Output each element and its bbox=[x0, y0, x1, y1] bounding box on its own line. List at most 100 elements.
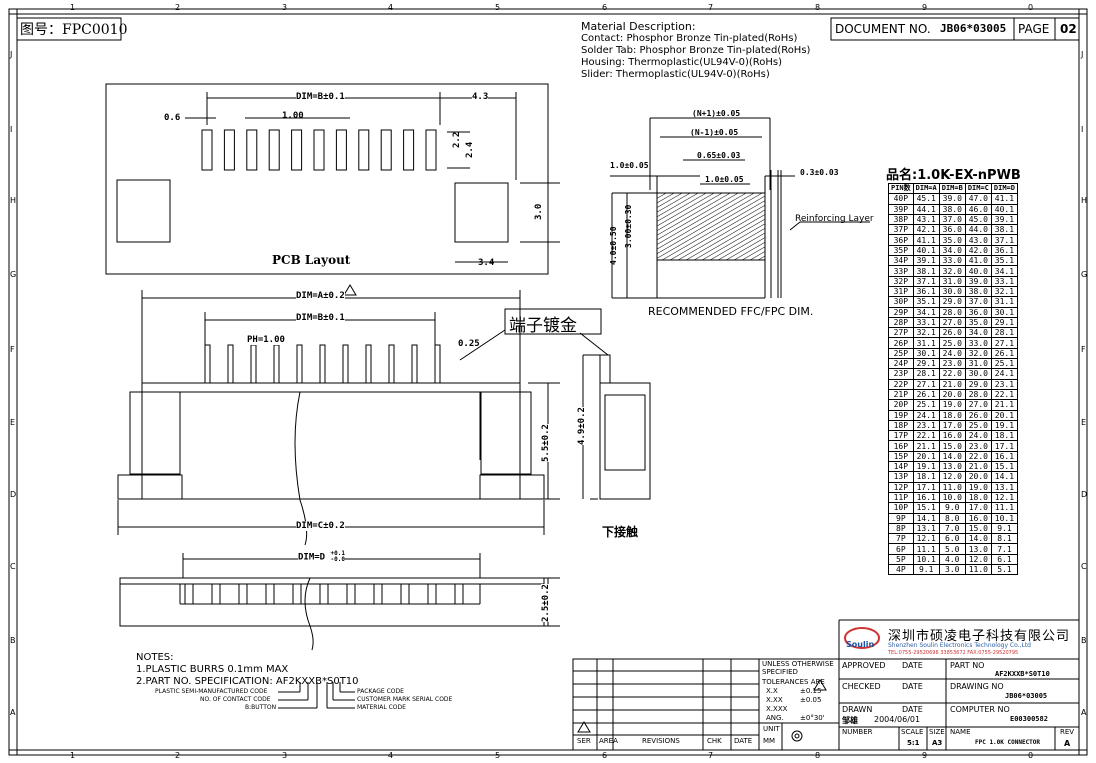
pin-table-cell: 25P bbox=[888, 347, 914, 360]
pin-table-header: DIM=B bbox=[938, 182, 966, 195]
pin-table-cell: 13.1 bbox=[912, 522, 940, 535]
unit-label: UNIT bbox=[763, 725, 780, 733]
pin-table-cell: 35.0 bbox=[938, 234, 966, 246]
pin-table-cell: 23.1 bbox=[990, 378, 1018, 390]
bottom-pin bbox=[265, 583, 275, 605]
pin-table-cell: 30.0 bbox=[938, 285, 966, 298]
grid-column-label: 9 bbox=[922, 3, 928, 12]
pin-table-cell: 45.1 bbox=[912, 193, 940, 205]
pin-table-cell: 36.0 bbox=[964, 306, 992, 318]
pin-table-cell: 24.1 bbox=[912, 409, 940, 421]
pin-table-cell: 21.0 bbox=[964, 461, 992, 473]
pin-table-cell: 27.1 bbox=[990, 337, 1018, 349]
approved-label: APPROVED bbox=[842, 661, 886, 670]
pin-table-cell: 37.0 bbox=[938, 213, 966, 226]
pin-table-cell: 20.0 bbox=[964, 471, 992, 483]
pin-table-cell: 20.0 bbox=[938, 388, 966, 401]
material-line: Solder Tab: Phosphor Bronze Tin-plated(R… bbox=[581, 45, 811, 56]
material-line: Slider: Thermoplastic(UL94V-0)(RoHs) bbox=[581, 69, 770, 80]
grid-column-label: 8 bbox=[815, 3, 821, 12]
pin-table-cell: 7P bbox=[888, 533, 914, 545]
pin-table-header: PIN数 bbox=[888, 182, 914, 195]
bottom-tol-dn: -0.0 bbox=[330, 556, 345, 563]
note-2: 2.PART NO. SPECIFICATION: AF2KXXB*S0T10 bbox=[136, 676, 359, 687]
pin-table-cell: 32.0 bbox=[964, 347, 992, 360]
tol-xx: X.X bbox=[766, 687, 778, 695]
grid-row-label: E bbox=[10, 418, 16, 427]
pin-table-cell: 26.0 bbox=[964, 409, 992, 421]
tol-xxxx: X.XXX bbox=[766, 705, 788, 713]
grid-column-label: 6 bbox=[602, 751, 608, 760]
pin-table-cell: 16.1 bbox=[912, 491, 940, 504]
pin-table-cell: 30P bbox=[888, 296, 914, 308]
pcb-pad bbox=[380, 129, 392, 171]
pin-table-cell: 22P bbox=[888, 378, 914, 390]
pin-table-cell: 24P bbox=[888, 358, 914, 370]
grid-column-label: 0 bbox=[1028, 751, 1034, 760]
grid-column-label: 3 bbox=[282, 3, 288, 12]
rev-label: REV bbox=[1060, 728, 1075, 736]
pin-table-cell: 41.0 bbox=[964, 255, 992, 267]
pin-table-cell: 22.0 bbox=[964, 450, 992, 463]
pin-table-cell: 21.1 bbox=[912, 440, 940, 452]
bottom-pin bbox=[454, 583, 464, 605]
grid-row-label: D bbox=[1081, 490, 1088, 499]
ffc-dim-10-mid: 1.0±0.05 bbox=[705, 175, 744, 184]
pin-table-cell: 33.1 bbox=[990, 275, 1018, 287]
pin-table-cell: 25.0 bbox=[938, 337, 966, 349]
unless-specified: UNLESS OTHERWISE SPECIFIED bbox=[762, 660, 834, 676]
size-label: SIZE bbox=[929, 728, 945, 736]
pin-table-cell: 12.0 bbox=[938, 471, 966, 483]
pin-table-cell: 27P bbox=[888, 327, 914, 339]
grid-column-label: 2 bbox=[175, 3, 181, 12]
grid-column-label: 9 bbox=[922, 751, 928, 760]
pin-table-cell: 41.1 bbox=[990, 193, 1018, 205]
pin-table-cell: 43.0 bbox=[964, 234, 992, 246]
pin-table-cell: 14.1 bbox=[990, 471, 1018, 483]
pin-table-cell: 21P bbox=[888, 388, 914, 401]
computer-no-value: E00300582 bbox=[1010, 715, 1048, 723]
grid-row-label: B bbox=[10, 636, 16, 645]
pin-table-cell: 18.0 bbox=[938, 409, 966, 421]
pin-table-cell: 44.0 bbox=[964, 224, 992, 236]
pin-table-cell: 10P bbox=[888, 502, 914, 514]
pin-table-cell: 9.1 bbox=[912, 563, 940, 576]
pin-table-cell: 15.1 bbox=[912, 502, 940, 514]
part-no-value: AF2KXXB*S0T10 bbox=[995, 670, 1050, 678]
front-pin bbox=[342, 344, 349, 384]
pin-table-cell: 15.0 bbox=[964, 522, 992, 535]
code-package: PACKAGE CODE bbox=[357, 688, 404, 695]
pin-table-cell: 28.1 bbox=[990, 327, 1018, 339]
pcb-pad bbox=[335, 129, 347, 171]
pin-table-cell: 23.0 bbox=[938, 358, 966, 370]
ffc-dim-10-left: 1.0±0.05 bbox=[610, 161, 649, 170]
pin-table-cell: 28.0 bbox=[938, 306, 966, 318]
material-description: Material Description: Contact: Phosphor … bbox=[581, 21, 810, 81]
scale-label: SCALE bbox=[901, 728, 924, 736]
company-logo: Soulin bbox=[846, 640, 875, 649]
grid-row-label: J bbox=[10, 50, 13, 59]
pin-table-cell: 24.1 bbox=[990, 368, 1018, 380]
bottom-pin bbox=[373, 583, 383, 605]
code-plastic: PLASTIC SEMI-MANUFACTURED CODE bbox=[155, 688, 268, 695]
grid-row-label: H bbox=[10, 196, 17, 205]
ffc-title: RECOMMENDED FFC/FPC DIM. bbox=[648, 305, 814, 318]
figure-number: 图号：FPC0010 bbox=[20, 22, 128, 38]
pin-table-cell: 9P bbox=[888, 512, 914, 524]
pin-table-cell: 39P bbox=[888, 203, 914, 215]
pin-table-cell: 37.1 bbox=[912, 275, 940, 287]
pin-table-cell: 33.1 bbox=[912, 316, 940, 329]
pin-table-cell: 29.1 bbox=[912, 358, 940, 370]
drawn-by: 邹雄 bbox=[842, 716, 858, 725]
pin-table-cell: 31.0 bbox=[964, 358, 992, 370]
pin-table-cell: 36.1 bbox=[912, 285, 940, 298]
name-label: NAME bbox=[950, 728, 971, 736]
